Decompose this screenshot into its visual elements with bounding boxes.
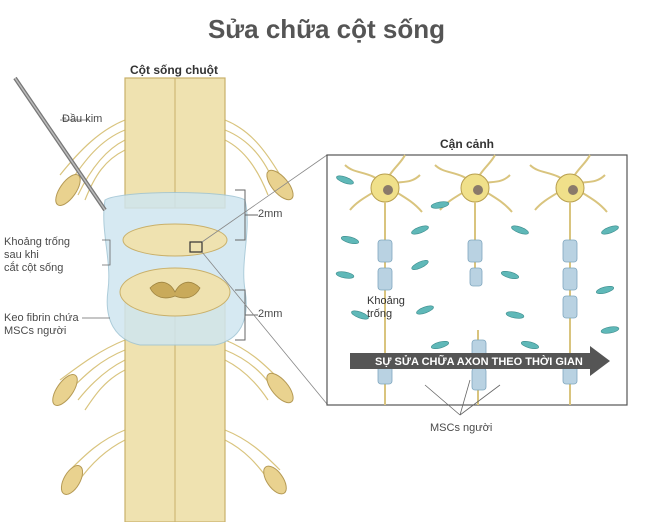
gap-label: Khoảng trống sau khi cắt cột sống: [4, 236, 70, 275]
gap-closeup-line-1: Khoảng: [367, 295, 405, 307]
spine-label: Cột sống chuột: [130, 63, 218, 77]
closeup-panel: [326, 154, 628, 416]
needle-label: Đầu kim: [62, 113, 103, 125]
spinal-cord-illustration: [13, 76, 328, 522]
arrow-label: SỰ SỬA CHỮA AXON THEO THỜI GIAN: [375, 355, 583, 368]
gap-label-line-1: Khoảng trống: [4, 236, 71, 248]
fibrin-label-line-2: MSCs người: [4, 325, 67, 337]
gap-label-line-2: sau khi: [4, 249, 39, 261]
mm-bottom-label: 2mm: [258, 308, 283, 320]
gap-closeup-label: Khoảng trống: [367, 295, 405, 321]
mm-top-label: 2mm: [258, 208, 283, 220]
mscs-label: MSCs người: [430, 422, 493, 434]
gap-closeup-line-2: trống: [367, 308, 393, 320]
fibrin-label: Keo fibrin chứa MSCs người: [4, 312, 79, 338]
fibrin-label-line-1: Keo fibrin chứa: [4, 312, 79, 324]
diagram-title: Sửa chữa cột sống: [207, 14, 446, 44]
closeup-label: Cận cảnh: [440, 137, 495, 151]
gap-label-line-3: cắt cột sống: [4, 262, 64, 274]
